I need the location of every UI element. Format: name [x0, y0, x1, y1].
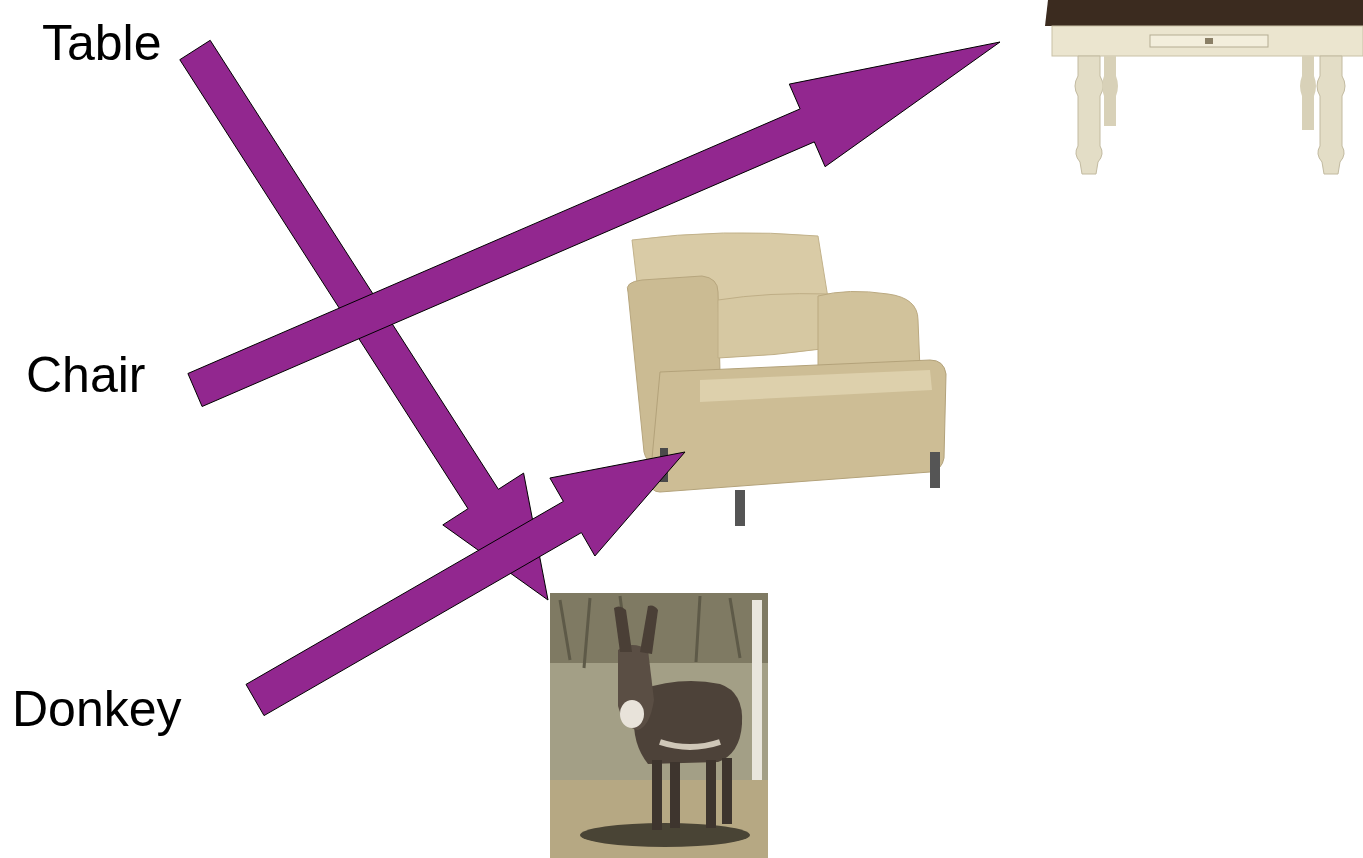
matching-arrow	[188, 42, 1000, 407]
donkey-photo	[550, 593, 768, 858]
word-label: Table	[42, 14, 162, 72]
word-label: Chair	[26, 346, 145, 404]
matching-arrow	[246, 452, 685, 716]
table-picture	[1045, 0, 1363, 174]
word-label: Donkey	[12, 680, 182, 738]
armchair-picture	[627, 233, 946, 526]
